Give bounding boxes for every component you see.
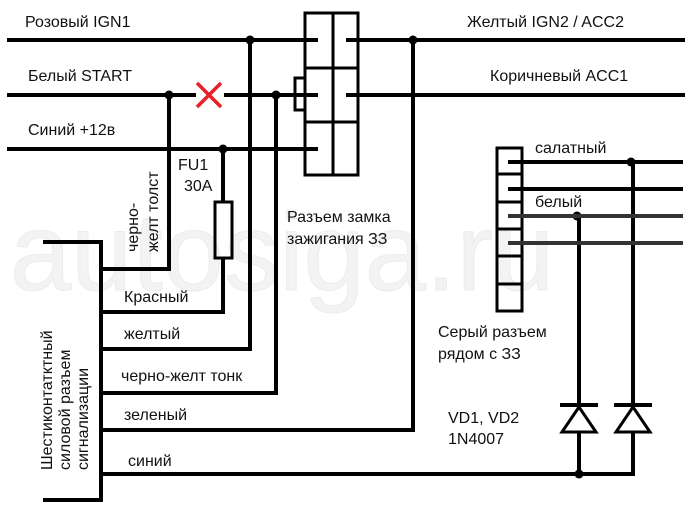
- alarm-wire-green: зеленый: [124, 407, 187, 424]
- thick-wire-label-1: черно-: [125, 203, 142, 252]
- diode-vd2-icon: [613, 403, 653, 434]
- ignition-connector-label-2: зажигания ЗЗ: [287, 231, 387, 248]
- fuse-name: FU1: [178, 157, 208, 174]
- wire-black-yellow-thick: [101, 95, 171, 271]
- grey-connector-label-2: рядом с ЗЗ: [438, 346, 521, 363]
- cut-mark-icon: [195, 81, 223, 109]
- diode-part: 1N4007: [448, 431, 504, 448]
- diode-names: VD1, VD2: [448, 410, 519, 427]
- label-ign1: Розовый IGN1: [25, 14, 131, 31]
- grey-wire-white-label: белый: [535, 194, 582, 211]
- watermark: autosiga.ru: [10, 191, 554, 314]
- label-start: Белый START: [28, 68, 132, 85]
- grey-wire-salad-label: салатный: [535, 140, 606, 157]
- alarm-wire-red: Красный: [124, 289, 188, 306]
- fuse-rating: 30A: [184, 178, 213, 195]
- label-ign2: Желтый IGN2 / ACC2: [467, 14, 624, 31]
- ignition-connector: [293, 11, 360, 177]
- ignition-connector-label-1: Разъем замка: [287, 209, 391, 226]
- alarm-connector-label-2: силовой разъем: [57, 350, 74, 470]
- alarm-connector: [43, 240, 103, 502]
- wire-red: [101, 258, 225, 314]
- alarm-connector-label-3: сигнализации: [75, 368, 92, 470]
- diode-vd1-icon: [559, 403, 599, 434]
- grey-connector: [495, 146, 524, 313]
- alarm-connector-label-1: Шестиконтатктный: [39, 330, 56, 470]
- wire-green: [101, 40, 415, 432]
- label-plus12: Синий +12в: [28, 122, 115, 139]
- wire-black-yellow-thin: [101, 95, 278, 395]
- alarm-wire-blue: синий: [128, 453, 172, 470]
- alarm-wire-yellow: желтый: [124, 326, 180, 343]
- thick-wire-label-2: желт толст: [145, 171, 162, 252]
- wire-yellow: [101, 40, 252, 351]
- alarm-wire-black-yellow: черно-желт тонк: [121, 368, 243, 385]
- grey-connector-label-1: Серый разъем: [438, 324, 547, 341]
- wire-blue: [101, 162, 635, 476]
- label-acc1: Коричневый ACC1: [490, 68, 628, 85]
